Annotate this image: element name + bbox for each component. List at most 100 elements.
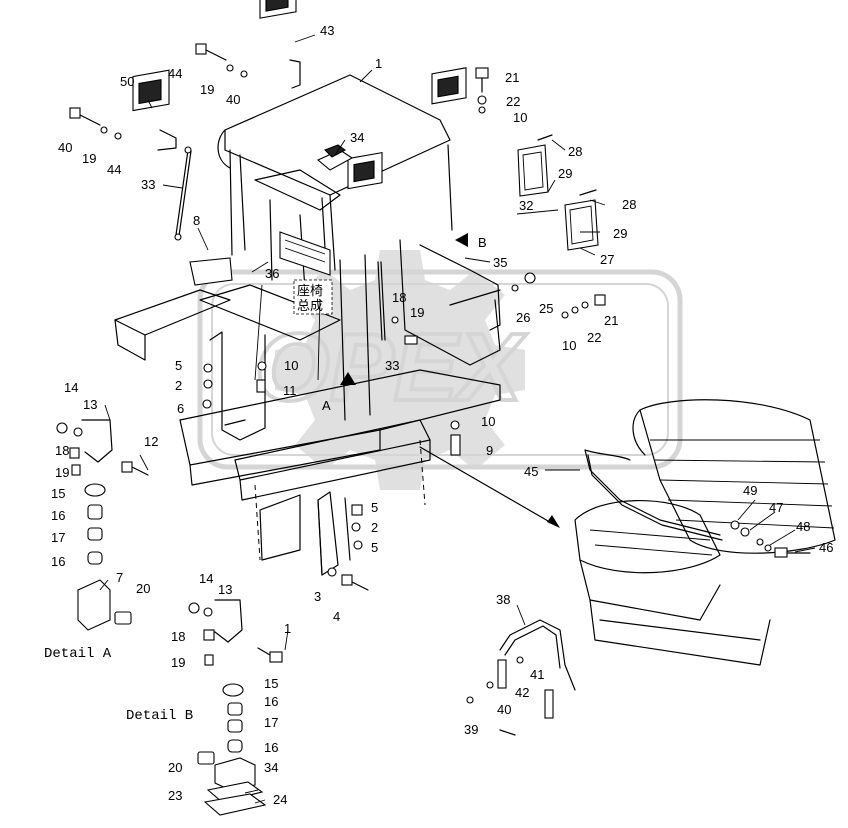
callout-7: 7 — [116, 570, 123, 585]
callout-36: 36 — [265, 266, 279, 281]
view-arrow-a: A — [322, 372, 356, 413]
bracket-38 — [466, 619, 576, 736]
callout-1: 1 — [375, 56, 382, 71]
cab-frame — [114, 74, 501, 561]
callout-39: 39 — [464, 722, 478, 737]
callout-21: 21 — [505, 70, 519, 85]
callout-25: 25 — [539, 301, 553, 316]
callout-41: 41 — [530, 667, 544, 682]
callout-4: 4 — [333, 609, 340, 624]
callout-40c: 40 — [497, 702, 511, 717]
view-arrow-b: B — [455, 233, 487, 250]
harness-35 — [419, 244, 501, 331]
callout-10: 10 — [513, 110, 527, 125]
detail-b: Detail B — [126, 599, 283, 816]
callout-20a: 20 — [136, 581, 150, 596]
lamp-center — [347, 151, 383, 190]
watermark-frame — [197, 269, 683, 470]
bolt-19-center — [391, 316, 418, 345]
callout-10b: 10 — [562, 338, 576, 353]
callout-5c: 5 — [371, 540, 378, 555]
rod-33-center — [377, 261, 386, 341]
callout-8: 8 — [193, 213, 200, 228]
callout-35: 35 — [493, 255, 507, 270]
callout-20b: 20 — [168, 760, 182, 775]
callout-43: 43 — [320, 23, 334, 38]
callout-40a: 40 — [226, 92, 240, 107]
callout-33a: 33 — [141, 177, 155, 192]
svg-text:A: A — [322, 398, 331, 413]
callout-16b: 16 — [51, 554, 65, 569]
callout-29a: 29 — [558, 166, 572, 181]
callout-13b: 13 — [218, 582, 232, 597]
callout-14b: 14 — [199, 571, 213, 586]
callout-44a: 44 — [168, 66, 182, 81]
callout-6: 6 — [177, 401, 184, 416]
callout-29b: 29 — [613, 226, 627, 241]
callout-38: 38 — [496, 592, 510, 607]
bolt-9 — [450, 420, 461, 456]
svg-text:总成: 总成 — [297, 299, 323, 314]
callout-19e: 19 — [171, 655, 185, 670]
callout-24: 24 — [273, 792, 287, 807]
lamp-right — [431, 67, 467, 105]
callout-2b: 2 — [371, 520, 378, 535]
callout-9: 9 — [486, 443, 493, 458]
callout-27: 27 — [600, 252, 614, 267]
bolt-44-top — [195, 43, 248, 78]
rod-33-left — [174, 146, 192, 241]
lamp-43 — [259, 0, 301, 89]
callout-numbers: 43 1 21 22 10 44 19 40 50 40 19 44 34 28… — [51, 23, 833, 807]
svg-text:B: B — [478, 235, 487, 250]
callout-40b: 40 — [58, 140, 72, 155]
callout-17b: 17 — [264, 715, 278, 730]
callout-33b: 33 — [385, 358, 399, 373]
callout-26: 26 — [516, 310, 530, 325]
callout-15b: 15 — [264, 676, 278, 691]
detail-a-label: Detail A — [44, 646, 112, 662]
callout-46: 46 — [819, 540, 833, 555]
callout-17a: 17 — [51, 530, 65, 545]
bolt-40-left — [69, 107, 122, 140]
leader-lines — [99, 34, 816, 804]
lamp-34 — [316, 144, 354, 171]
callout-49: 49 — [743, 483, 757, 498]
callout-18a: 18 — [392, 290, 406, 305]
callout-28a: 28 — [568, 144, 582, 159]
callout-11: 11 — [283, 383, 297, 398]
callout-10c: 10 — [284, 358, 298, 373]
filter-32 — [517, 134, 553, 197]
lamp-50 — [132, 69, 177, 151]
callout-3: 3 — [314, 589, 321, 604]
callout-15a: 15 — [51, 486, 65, 501]
callout-2a: 2 — [175, 378, 182, 393]
callout-47: 47 — [769, 500, 783, 515]
callout-19b: 19 — [82, 151, 96, 166]
callout-13a: 13 — [83, 397, 97, 412]
parts-25-21 — [511, 272, 606, 319]
watermark-gear-icon — [275, 250, 525, 490]
callout-34b: 34 — [264, 760, 278, 775]
plate-8 — [189, 257, 233, 286]
callout-23: 23 — [168, 788, 182, 803]
callout-22: 22 — [506, 94, 520, 109]
callout-1b: 1 — [284, 621, 291, 636]
callout-19d: 19 — [55, 465, 69, 480]
callout-10d: 10 — [481, 414, 495, 429]
callout-12: 12 — [144, 434, 158, 449]
callout-16a: 16 — [51, 508, 65, 523]
callout-18c: 18 — [171, 629, 185, 644]
panel-36 — [279, 231, 331, 276]
callout-5b: 5 — [371, 500, 378, 515]
svg-text:座椅: 座椅 — [297, 284, 323, 299]
callout-42: 42 — [515, 685, 529, 700]
callout-21b: 21 — [604, 313, 618, 328]
detail-b-label: Detail B — [126, 708, 193, 724]
callout-18b: 18 — [55, 443, 69, 458]
watermark: OPEX — [197, 250, 683, 490]
bolt-21-top — [475, 67, 489, 114]
callout-32: 32 — [519, 198, 533, 213]
seat-assembly-label: 座椅 总成 — [293, 279, 333, 315]
callout-19a: 19 — [200, 82, 214, 97]
